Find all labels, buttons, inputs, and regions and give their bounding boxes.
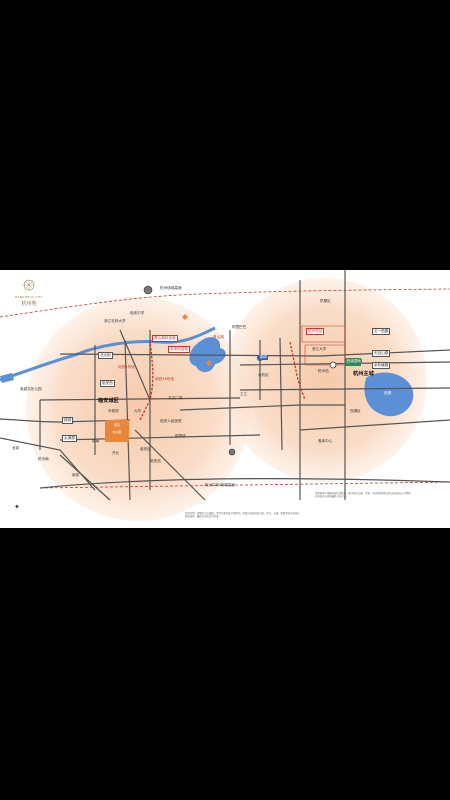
label-north-road: 北大街 [98,352,113,359]
label-ring-south: 杭州中环/绕城高速 [205,483,235,487]
west-lake [364,372,414,417]
label-xixi: 西溪湿地 [345,358,363,364]
label-tianmushan: 天目山路 [372,350,391,357]
label-jinnan: 锦南 [92,439,100,443]
label-yuhangtang: 余杭塘路 [372,362,391,369]
disclaimer-right: 本资料所示地图非按比例绘制，图中所示交通、学校、商业等规划信息均来自政府公开资料… [315,492,414,499]
label-yuhang: 余杭区 [258,373,269,377]
label-hangzhou-south: 杭州站 [318,369,329,373]
label-qingshan-lake: 青山湖 [213,335,224,339]
label-longgang: 龙岗 [12,446,20,450]
label-east-station: 杭州东站 [306,328,325,335]
project-sub-label: 杭州苑 [112,430,122,434]
label-zhijiang: 之江 [240,392,248,396]
disclaimer-left: 免责声明：本图仅为示意图，不作为要约及合同附件，具体以政府批准为准。区位、交通、… [185,512,300,519]
brand-logo: HANGZHOU CITY 杭州苑 [9,276,49,307]
label-yintai: 银泰城 [175,434,186,438]
map-graphic [0,270,450,521]
label-wenyi-road: 文一西路 [372,328,391,335]
label-line16: 地铁16号线 [155,377,174,381]
label-zhejiang-agri: 浙江农林大学 [104,319,126,323]
metro-line [139,339,154,421]
label-south-station: 杭州南 [38,457,49,461]
label-gongshu: 拱墅区 [320,299,331,303]
label-linan-district: 临安区 [140,447,151,451]
label-wuzhen: 南苑 [72,473,80,477]
label-jincheng: 锦城 [62,417,74,424]
label-mall: 万达广场 [168,396,183,400]
label-kaiyuan: 开元 [112,451,120,455]
project-label: 项目 [113,423,120,427]
label-olympic: 奥体中心 [318,439,333,443]
label-xihu-district: 西湖区 [350,409,361,413]
brand-name-cn: 杭州苑 [21,301,37,307]
label-linan-west: 临安西 [100,380,115,387]
label-west-lake: 西湖 [384,391,392,395]
label-linan-city: 临安城区 [98,398,119,404]
label-hospital: 临安人民医院 [160,419,182,423]
map-panel: HANGZHOU CITY 杭州苑 杭州绕城高速 杭州中环/绕城高速 临安城区 … [0,270,450,528]
left-lake [0,373,14,383]
label-ring-north: 杭州绕城高速 [160,286,182,290]
label-qingshan: 青山湖科技城 [152,335,178,342]
label-park: 吴越文化公园 [20,387,42,391]
label-jinxiu: 锦绣 [258,354,269,360]
metro-line-boxes [301,325,346,343]
label-city-hall: 市政府 [108,409,119,413]
label-station: 临安站 [150,459,161,463]
metro-line-east [289,341,306,401]
label-jiuhua: 九华 [134,409,142,413]
label-line3: 地铁3号线 [118,365,135,369]
label-hangzhou-city: 杭州主城 [353,371,374,377]
label-science-city: 未来科技城 [168,346,190,353]
project-marker[interactable]: 项目 杭州苑 [105,420,129,442]
label-zju: 浙江大学 [312,347,327,351]
brand-emblem-icon [23,279,35,291]
river [0,326,216,382]
brand-name-en: HANGZHOU CITY [15,295,43,299]
label-taihu: 太湖源 [62,435,77,442]
label-alibaba: 阿里巴巴 [232,325,247,329]
compass-icon: ✦ [14,503,20,511]
north-expressway [0,288,450,318]
label-high-school: 临安中学 [130,311,145,315]
south-expressway [39,481,450,489]
